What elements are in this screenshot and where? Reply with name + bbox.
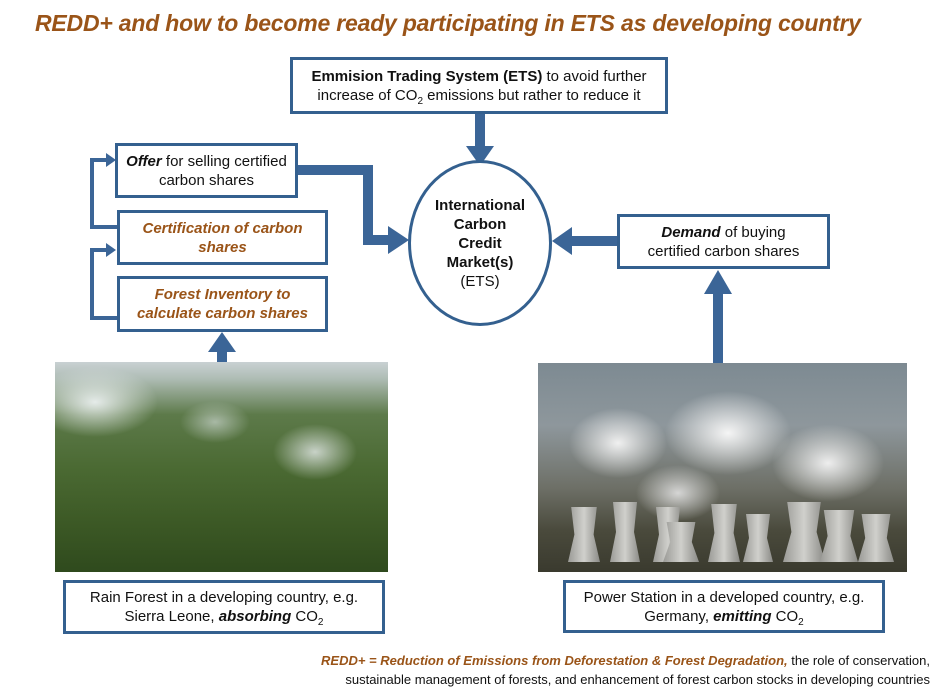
inventory-box: Forest Inventory to calculate carbon shar…: [117, 276, 328, 332]
rainforest-bold: absorbing: [218, 608, 292, 625]
market-line2: Carbon: [453, 215, 507, 233]
inventory-line2: calculate carbon shares: [137, 305, 308, 322]
rainforest-text2a: Sierra Leone,: [124, 608, 219, 625]
ets-box: Emmision Trading System (ETS) to avoid f…: [290, 57, 668, 114]
offer-text2: carbon shares: [158, 171, 255, 189]
demand-arrow-head: [552, 227, 572, 255]
demand-text2: certified carbon shares: [647, 242, 800, 260]
ets-box-text2a: increase of CO: [317, 86, 418, 104]
ets-arrow-shaft: [475, 112, 485, 148]
power-text2a: Germany,: [644, 607, 714, 625]
connector-head-1: [106, 153, 116, 167]
carbon-market-circle: International Carbon Credit Market(s) (E…: [408, 160, 552, 326]
connector-head-2: [106, 243, 116, 257]
power-sub: 2: [798, 616, 804, 628]
market-line5: (ETS): [460, 272, 500, 290]
inventory-line1: Forest Inventory to: [154, 286, 291, 303]
power-arrow-shaft: [713, 290, 723, 364]
ets-box-sub: 2: [417, 95, 423, 107]
rainforest-text2b: CO: [291, 608, 318, 625]
cert-line1: Certification of carbon: [142, 219, 303, 237]
power-caption: Power Station in a developed country, e.…: [563, 580, 885, 633]
footer-line1: REDD+ = Reduction of Emissions from Defo…: [321, 653, 930, 668]
forest-arrow-shaft: [217, 348, 227, 363]
offer-arrow-head: [388, 226, 409, 254]
rainforest-line1: Rain Forest in a developing country, e.g…: [89, 589, 359, 606]
cooling-tower: [610, 502, 640, 562]
market-line3: Credit: [458, 234, 502, 252]
power-arrow-head: [704, 270, 732, 294]
ets-box-bold: Emmision Trading System (ETS): [311, 67, 543, 85]
cooling-tower: [820, 510, 858, 562]
cooling-tower: [783, 502, 825, 562]
inventory-to-cert-connector: [90, 248, 117, 320]
cooling-tower: [743, 514, 773, 562]
rainforest-sub: 2: [317, 617, 324, 628]
power-line1: Power Station in a developed country, e.…: [583, 588, 865, 606]
ets-box-text1: to avoid further: [542, 67, 647, 85]
footer-text2: sustainable management of forests, and e…: [345, 672, 930, 687]
power-text2b: CO: [771, 607, 799, 625]
demand-text1: of buying: [720, 223, 786, 241]
footer-text1: the role of conservation,: [787, 653, 930, 668]
market-line1: International: [434, 196, 525, 214]
forest-arrow-head: [208, 332, 236, 352]
rainforest-caption: Rain Forest in a developing country, e.g…: [63, 580, 385, 634]
cooling-tower: [858, 514, 894, 562]
ets-arrow-head: [466, 146, 494, 166]
offer-bold: Offer: [126, 152, 162, 170]
offer-arrow-shaft: [297, 165, 390, 245]
page-title: REDD+ and how to become ready participat…: [35, 10, 861, 36]
power-bold: emitting: [713, 607, 772, 625]
cooling-tower: [708, 504, 740, 562]
cert-to-offer-connector: [90, 158, 117, 229]
cooling-tower: [568, 507, 600, 562]
rainforest-photo: [55, 362, 388, 572]
market-line4: Market(s): [446, 253, 514, 271]
cert-line2: shares: [198, 238, 247, 256]
power-station-photo: [538, 363, 907, 572]
demand-arrow-shaft: [570, 236, 618, 246]
demand-bold: Demand: [661, 223, 721, 241]
footer-term: REDD+ = Reduction of Emissions from Defo…: [321, 653, 788, 668]
footer-line2: sustainable management of forests, and e…: [345, 672, 930, 687]
offer-text1: for selling certified: [161, 152, 287, 170]
ets-box-text2b: emissions but rather to reduce it: [423, 86, 641, 104]
